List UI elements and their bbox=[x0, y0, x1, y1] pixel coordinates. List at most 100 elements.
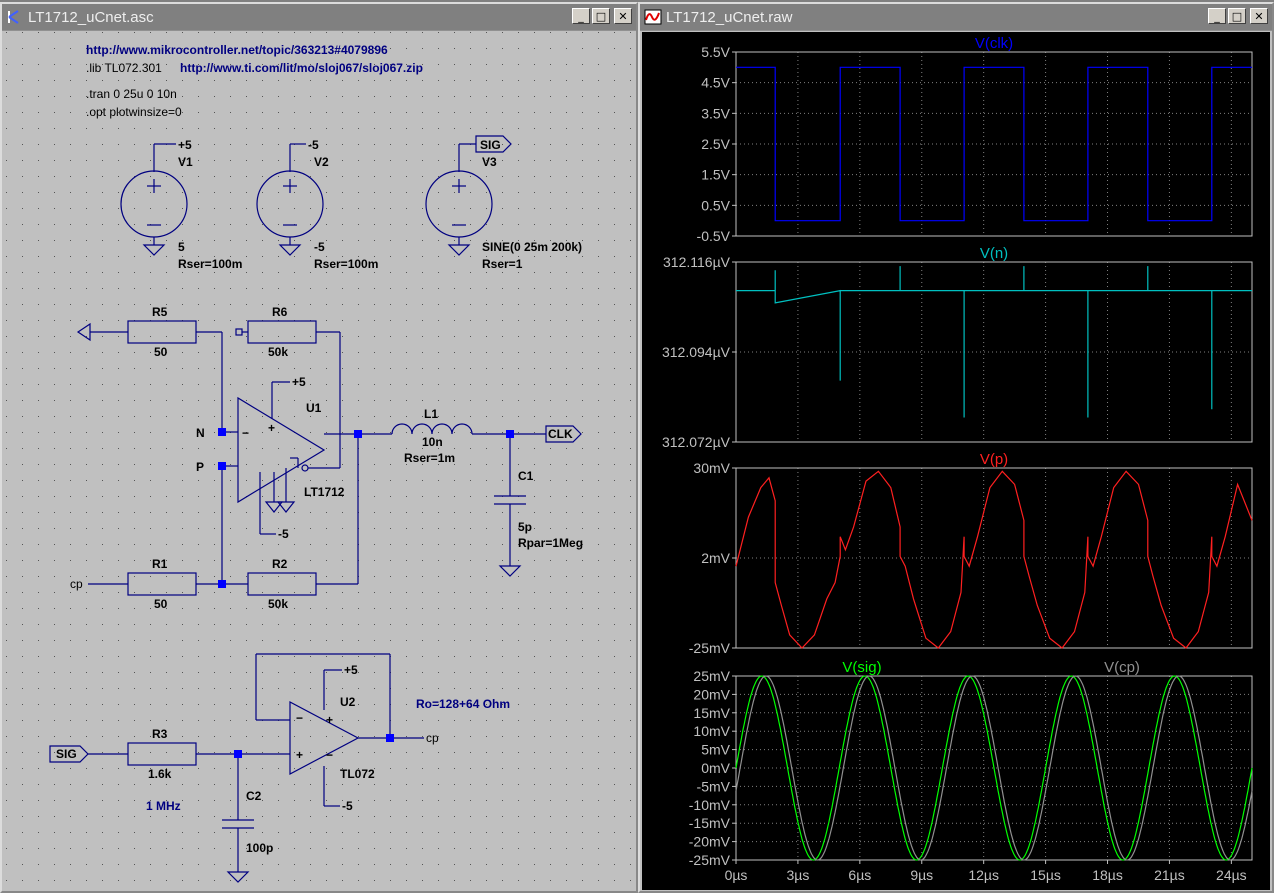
c1-value: 5p bbox=[518, 520, 532, 534]
xtick-label: 15µs bbox=[1030, 867, 1061, 883]
l1-value: 10n bbox=[422, 435, 443, 449]
source-v2[interactable] bbox=[256, 143, 324, 256]
source-v3[interactable] bbox=[425, 135, 512, 256]
u1-model: LT1712 bbox=[304, 485, 345, 499]
waveform-titlebar[interactable]: LT1712_uCnet.raw _ □ ✕ bbox=[640, 4, 1272, 31]
flag-clk bbox=[545, 425, 582, 443]
inductor-l1[interactable] bbox=[391, 423, 473, 435]
ytick-label: 30mV bbox=[693, 460, 730, 476]
plot-pane-3[interactable]: 30mV 2mV -25mV V(p) bbox=[689, 451, 1253, 656]
ytick-label: -5mV bbox=[697, 778, 731, 794]
v2-value: -5 bbox=[314, 240, 325, 254]
trace-label[interactable]: V(n) bbox=[980, 245, 1008, 262]
c1-name: C1 bbox=[518, 469, 534, 483]
schematic-canvas[interactable]: http://www.mikrocontroller.net/topic/363… bbox=[6, 32, 634, 890]
comparator-u1[interactable] bbox=[222, 381, 358, 535]
directive-opt: .opt plotwinsize=0 bbox=[86, 105, 182, 119]
v1-name: V1 bbox=[178, 155, 193, 169]
ytick-label: -20mV bbox=[689, 834, 731, 850]
net-p: P bbox=[196, 460, 204, 474]
ytick-label: 5.5V bbox=[701, 44, 730, 60]
ytick-label: 10mV bbox=[693, 723, 730, 739]
waveform-icon bbox=[644, 9, 662, 25]
ytick-label: -25mV bbox=[689, 640, 731, 656]
close-button[interactable]: ✕ bbox=[1250, 8, 1268, 24]
ytick-label: -15mV bbox=[689, 815, 731, 831]
ytick-label: -10mV bbox=[689, 797, 731, 813]
ytick-label: 2mV bbox=[701, 550, 730, 566]
ytick-label: 3.5V bbox=[701, 105, 730, 121]
u1-minus: − bbox=[242, 426, 249, 440]
xtick-label: 9µs bbox=[910, 867, 933, 883]
trace-label[interactable]: V(sig) bbox=[842, 659, 881, 676]
pane-frame bbox=[735, 51, 1253, 237]
series-line-vcp bbox=[735, 675, 1253, 861]
c2-value: 100p bbox=[246, 841, 273, 855]
ytick-label: -25mV bbox=[689, 852, 731, 868]
series-line-vp bbox=[735, 470, 1253, 649]
ytick-label: 20mV bbox=[693, 686, 730, 702]
u1-name: U1 bbox=[306, 401, 322, 415]
v3-value: SINE(0 25m 200k) bbox=[482, 240, 582, 254]
source-v1[interactable] bbox=[120, 143, 188, 256]
maximize-button[interactable]: □ bbox=[1228, 8, 1246, 24]
series-line-vclk bbox=[736, 66, 1252, 222]
net-n: N bbox=[196, 426, 205, 440]
v1-rser: Rser=100m bbox=[178, 257, 242, 271]
r3-name: R3 bbox=[152, 727, 168, 741]
minimize-button[interactable]: _ bbox=[1208, 8, 1226, 24]
v3-name: V3 bbox=[482, 155, 497, 169]
trace-label[interactable]: V(cp) bbox=[1104, 659, 1140, 676]
u2-minus: − bbox=[296, 711, 303, 725]
l1-rser: Rser=1m bbox=[404, 451, 455, 465]
ytick-label: 0mV bbox=[701, 760, 730, 776]
ytick-label: 0.5V bbox=[701, 197, 730, 213]
r5-name: R5 bbox=[152, 305, 168, 319]
schematic-icon bbox=[8, 10, 19, 24]
r2-name: R2 bbox=[272, 557, 288, 571]
ytick-label: 312.094µV bbox=[662, 344, 731, 360]
schematic-title: LT1712_uCnet.asc bbox=[28, 8, 154, 26]
flag-sig bbox=[49, 745, 89, 763]
trace-label[interactable]: V(clk) bbox=[975, 35, 1013, 52]
u1-vpos: +5 bbox=[292, 375, 306, 389]
r5-value: 50 bbox=[154, 345, 168, 359]
u2-vpos-mark: + bbox=[326, 713, 333, 727]
u2-vneg-mark: − bbox=[326, 748, 333, 762]
ytick-label: 312.116µV bbox=[663, 254, 731, 270]
ytick-label: 5mV bbox=[701, 742, 730, 758]
u2-model: TL072 bbox=[340, 767, 375, 781]
r2-value: 50k bbox=[268, 597, 288, 611]
r1-value: 50 bbox=[154, 597, 168, 611]
plot-pane-4[interactable]: 25mV20mV15mV10mV5mV0mV-5mV-10mV-15mV-20m… bbox=[689, 659, 1253, 883]
schematic-titlebar[interactable]: LT1712_uCnet.asc _ □ ✕ bbox=[2, 4, 636, 31]
plot-pane-1[interactable]: 5.5V4.5V3.5V2.5V1.5V0.5V-0.5VV(clk) bbox=[697, 35, 1253, 244]
xtick-label: 6µs bbox=[848, 867, 871, 883]
v1-value: 5 bbox=[178, 240, 185, 254]
close-button[interactable]: ✕ bbox=[614, 8, 632, 24]
c2-name: C2 bbox=[246, 789, 262, 803]
directive-tran: .tran 0 25u 0 10n bbox=[86, 87, 177, 101]
waveform-plot[interactable]: 5.5V4.5V3.5V2.5V1.5V0.5V-0.5VV(clk)312.1… bbox=[642, 32, 1270, 890]
r1-name: R1 bbox=[152, 557, 168, 571]
minimize-button[interactable]: _ bbox=[572, 8, 590, 24]
maximize-button[interactable]: □ bbox=[592, 8, 610, 24]
ytick-label: 4.5V bbox=[701, 75, 730, 91]
flag-clk-label: CLK bbox=[548, 427, 573, 441]
pane-frame bbox=[735, 261, 1253, 443]
v1-top-label: +5 bbox=[178, 138, 192, 152]
u2-plus: + bbox=[296, 748, 303, 762]
ytick-label: -0.5V bbox=[697, 228, 731, 244]
ytick-label: 15mV bbox=[693, 705, 730, 721]
schematic-window[interactable]: LT1712_uCnet.asc _ □ ✕ http://www.mikroc… bbox=[0, 2, 638, 893]
trace-label[interactable]: V(p) bbox=[980, 451, 1008, 468]
u1-vneg: -5 bbox=[278, 527, 289, 541]
v2-rser: Rser=100m bbox=[314, 257, 378, 271]
u2-vpos: +5 bbox=[344, 663, 358, 677]
series-line-vn bbox=[736, 266, 1252, 418]
v3-flag: SIG bbox=[480, 138, 501, 152]
v2-name: V2 bbox=[314, 155, 329, 169]
opamp-u2[interactable] bbox=[255, 653, 424, 807]
